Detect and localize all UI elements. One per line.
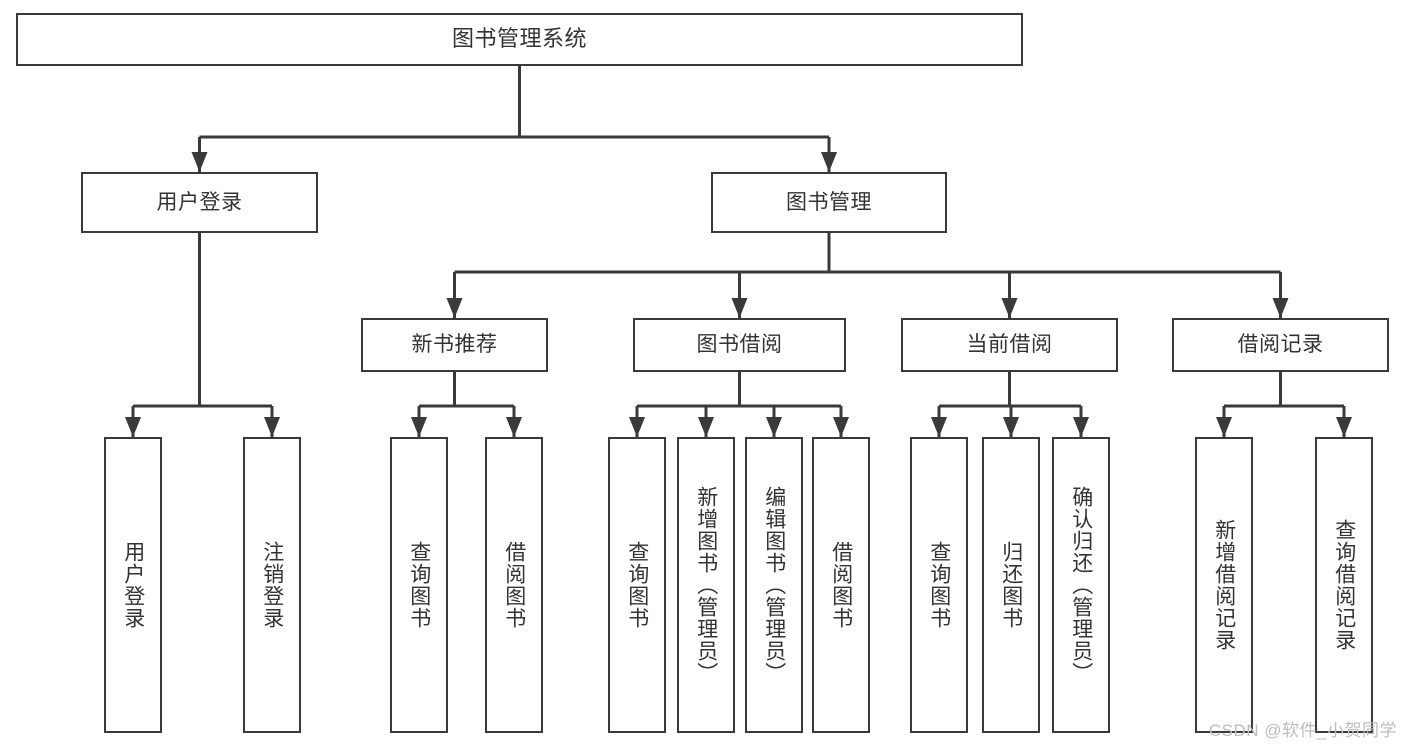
node-label: 编辑图书（管理员） [762,486,786,684]
node-bookmgmt[interactable]: 图书管理 [711,172,947,233]
node-label: 注销登录 [260,541,284,629]
node-label: 新书推荐 [411,333,498,357]
node-l-logout[interactable]: 注销登录 [243,437,301,733]
node-label: 借阅记录 [1237,333,1324,357]
node-label: 图书管理系统 [451,26,587,52]
node-l-bnew[interactable]: 借阅图书 [485,437,543,733]
node-l-qrec[interactable]: 查询借阅记录 [1315,437,1373,733]
node-l-qnew[interactable]: 查询图书 [390,437,448,733]
node-root[interactable]: 图书管理系统 [16,13,1023,66]
node-l-confirm[interactable]: 确认归还（管理员） [1052,437,1110,733]
node-label: 借阅图书 [829,541,853,629]
node-borrow[interactable]: 图书借阅 [633,318,846,372]
node-label: 查询图书 [625,541,649,629]
node-label: 当前借阅 [966,333,1053,357]
node-l-login[interactable]: 用户登录 [104,437,162,733]
node-current[interactable]: 当前借阅 [901,318,1118,372]
node-records[interactable]: 借阅记录 [1172,318,1389,372]
node-login[interactable]: 用户登录 [81,172,318,233]
node-label: 查询图书 [407,541,431,629]
node-label: 查询借阅记录 [1332,519,1356,651]
node-label: 用户登录 [156,190,243,214]
node-newbook[interactable]: 新书推荐 [361,318,548,372]
node-l-addrec[interactable]: 新增借阅记录 [1195,437,1253,733]
node-label: 新增图书（管理员） [694,486,718,684]
node-l-return[interactable]: 归还图书 [982,437,1040,733]
node-l-qcur[interactable]: 查询图书 [910,437,968,733]
node-label: 新增借阅记录 [1212,519,1236,651]
node-label: 归还图书 [999,541,1023,629]
node-label: 用户登录 [121,541,145,629]
node-l-qbook[interactable]: 查询图书 [608,437,666,733]
node-label: 图书管理 [786,190,872,214]
node-label: 借阅图书 [502,541,526,629]
node-label: 确认归还（管理员） [1069,486,1093,684]
node-l-addbook[interactable]: 新增图书（管理员） [677,437,735,733]
node-l-borrow[interactable]: 借阅图书 [812,437,870,733]
node-label: 查询图书 [927,541,951,629]
node-label: 图书借阅 [696,333,783,357]
node-l-editbook[interactable]: 编辑图书（管理员） [745,437,803,733]
